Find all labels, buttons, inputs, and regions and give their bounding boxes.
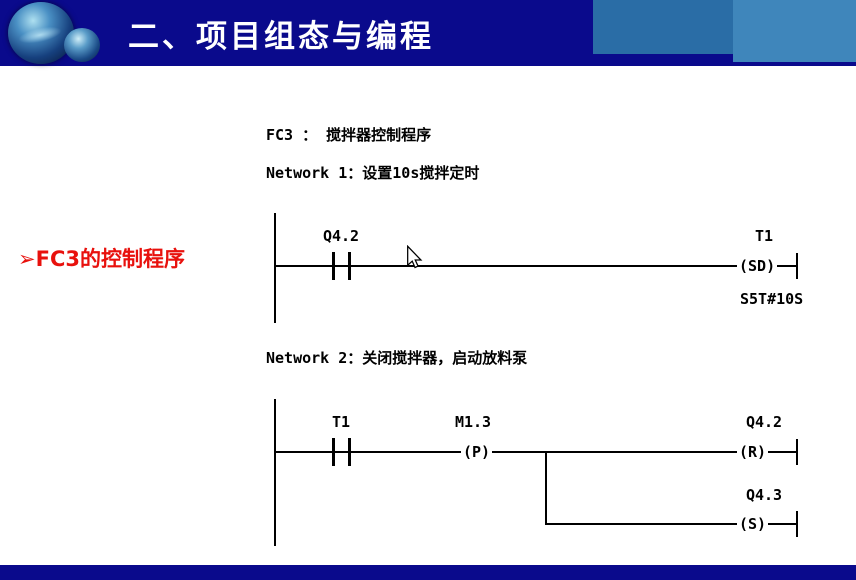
arrow-bullet-icon: ➢ bbox=[18, 247, 36, 271]
network2-left-rail bbox=[274, 399, 276, 546]
program-heading: FC3 ： 搅拌器控制程序 bbox=[266, 126, 432, 144]
network2-reset-right-terminal bbox=[796, 439, 798, 465]
bottom-bar bbox=[0, 565, 856, 580]
network2-contact-bar-left bbox=[332, 438, 335, 466]
network2-reset-coil: (R) bbox=[737, 443, 769, 461]
mouse-cursor-icon bbox=[405, 244, 423, 269]
slide-title: 二、项目组态与编程 bbox=[128, 19, 434, 55]
network1-contact-bar-right bbox=[348, 252, 351, 280]
network2-set-coil-label: Q4.3 bbox=[745, 486, 783, 504]
network2-set-right-terminal bbox=[796, 511, 798, 537]
network1-title: Network 1：设置10s搅拌定时 bbox=[266, 164, 480, 182]
network1-contact-label: Q4.2 bbox=[322, 227, 360, 245]
network2-branch-rung-line bbox=[545, 523, 798, 525]
network2-set-coil: (S) bbox=[737, 515, 769, 533]
titlebar-accent-block-mid bbox=[593, 0, 733, 54]
network2-branch-vertical-line bbox=[545, 451, 547, 525]
network1-timer-param: S5T#10S bbox=[740, 290, 804, 308]
side-note-text: FC3的控制程序 bbox=[35, 247, 185, 271]
titlebar-accent-block-light bbox=[733, 0, 856, 62]
network1-right-terminal bbox=[796, 253, 798, 279]
side-note: ➢FC3的控制程序 bbox=[18, 243, 185, 273]
network2-positive-edge-coil: (P) bbox=[461, 443, 493, 461]
network1-coil-label: T1 bbox=[754, 227, 774, 245]
globe-logo-icon bbox=[8, 2, 74, 64]
network1-sd-coil: (SD) bbox=[737, 257, 778, 275]
network2-title: Network 2：关闭搅拌器，启动放料泵 bbox=[266, 349, 528, 367]
network2-rung-line bbox=[274, 451, 798, 453]
network2-reset-coil-label: Q4.2 bbox=[745, 413, 783, 431]
globe-logo-small-icon bbox=[64, 28, 100, 62]
network1-rung-line bbox=[274, 265, 798, 267]
network1-left-rail bbox=[274, 213, 276, 323]
network1-contact-bar-left bbox=[332, 252, 335, 280]
network2-contact-bar-right bbox=[348, 438, 351, 466]
title-bar: 二、项目组态与编程 bbox=[0, 0, 856, 66]
network2-edge-label: M1.3 bbox=[454, 413, 492, 431]
network2-contact-label: T1 bbox=[331, 413, 351, 431]
